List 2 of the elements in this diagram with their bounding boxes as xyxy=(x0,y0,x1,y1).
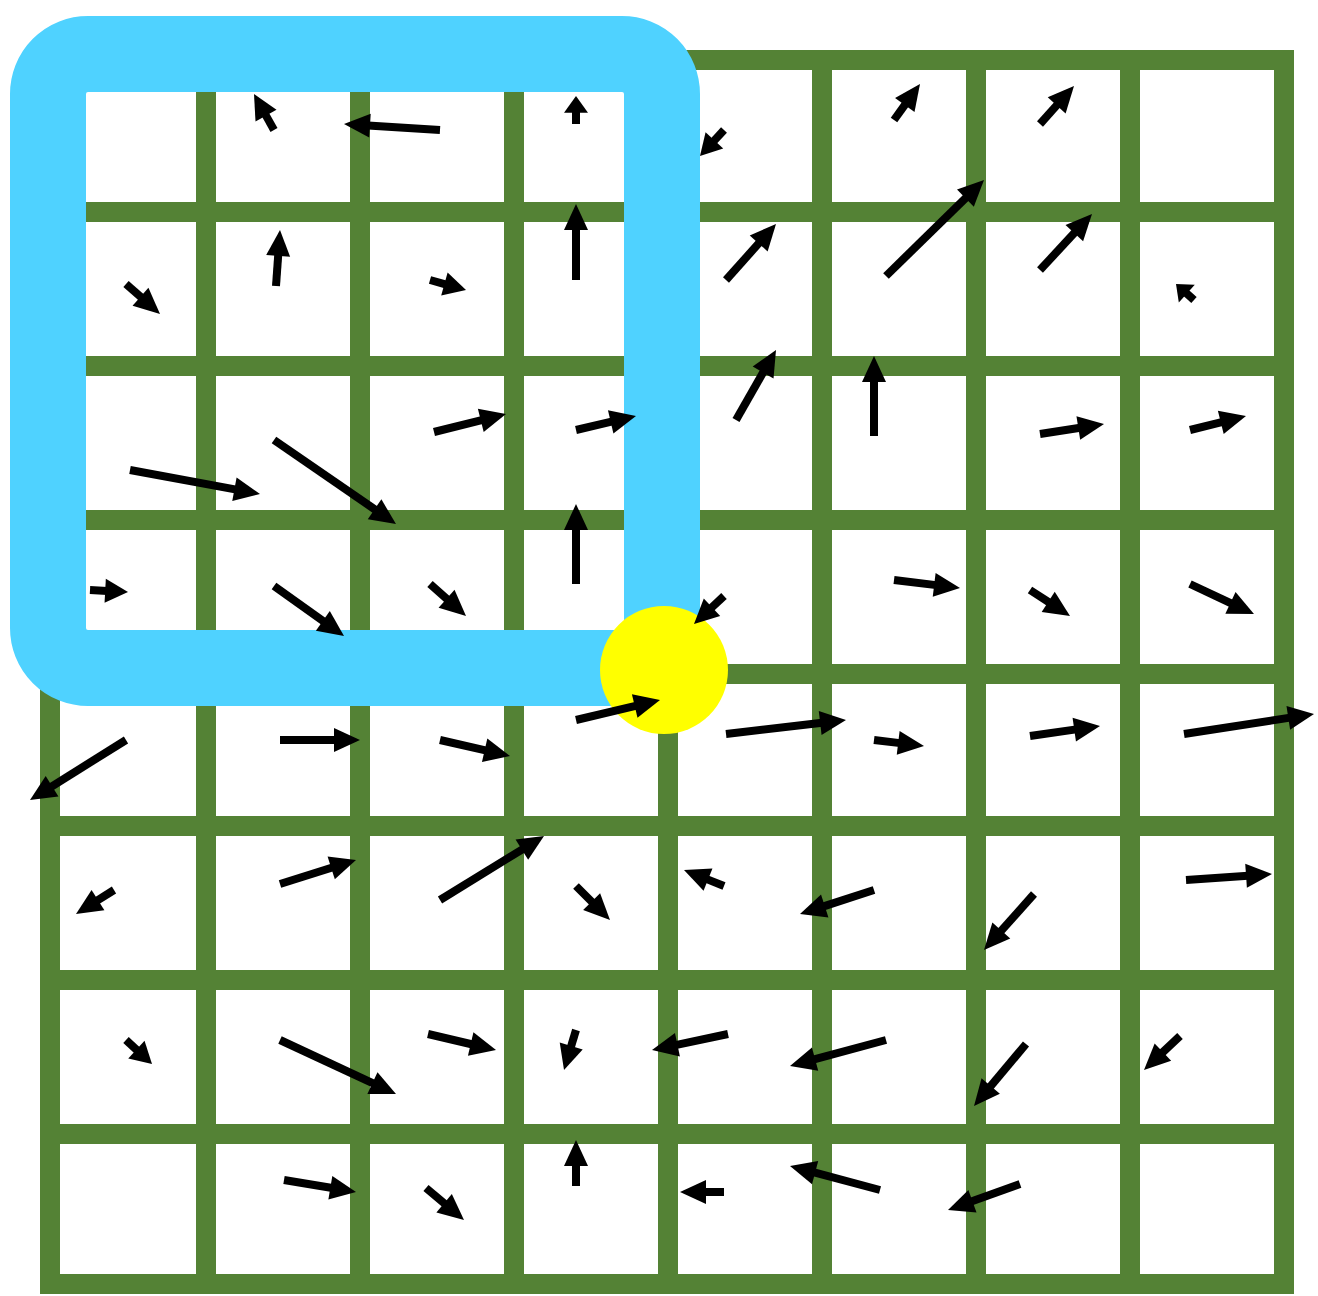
rounded-square xyxy=(10,16,700,706)
circle xyxy=(600,606,728,734)
